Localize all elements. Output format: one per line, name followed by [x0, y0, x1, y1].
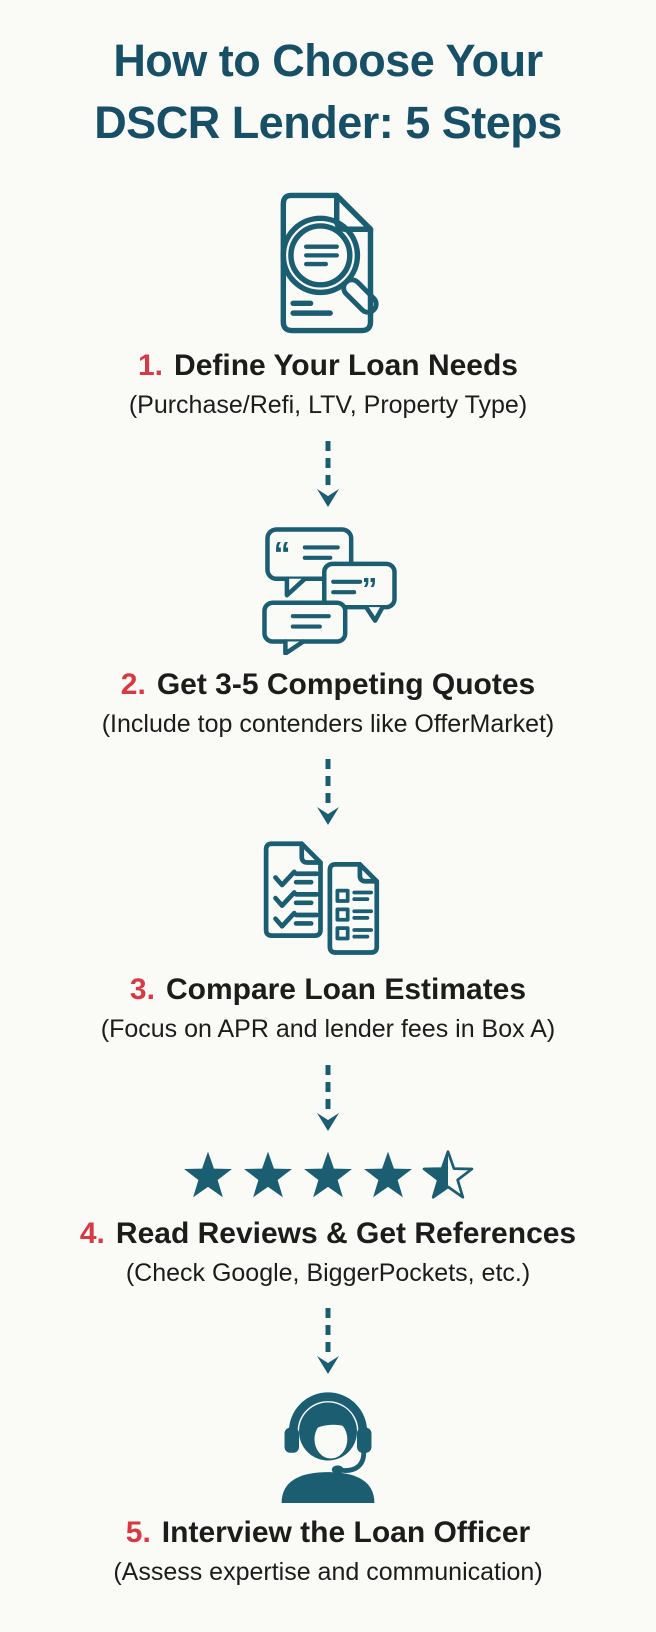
- title-line-1: How to Choose Your: [113, 35, 543, 86]
- step-5-heading: 5. Interview the Loan Officer: [126, 1513, 530, 1552]
- step-2-heading: 2. Get 3-5 Competing Quotes: [121, 665, 535, 704]
- step-1-subtitle: (Purchase/Refi, LTV, Property Type): [128, 391, 528, 420]
- support-agent-icon: [265, 1389, 391, 1504]
- checklist-documents-icon: [253, 840, 403, 960]
- flow-arrow-icon: [316, 756, 340, 826]
- step-2-number: 2.: [120, 667, 146, 701]
- star-icon: [364, 1151, 412, 1197]
- step-2-subtitle: (Include top contenders like OfferMarket…: [101, 709, 555, 738]
- flow-arrow-icon: [316, 1062, 340, 1132]
- star-icon: [184, 1151, 232, 1197]
- step-1-number: 1.: [138, 349, 164, 383]
- step-5-subtitle: (Assess expertise and communication): [113, 1558, 543, 1587]
- step-3-subtitle: (Focus on APR and lender fees in Box A): [100, 1015, 556, 1044]
- star-icon: [244, 1151, 292, 1197]
- svg-text:”: ”: [362, 571, 378, 606]
- step-1-title: Define Your Loan Needs: [174, 349, 518, 383]
- step-5-number: 5.: [125, 1516, 151, 1550]
- quote-chat-bubbles-icon: “ ”: [257, 522, 399, 655]
- flow-arrow-icon: [316, 1305, 340, 1375]
- step-5-title: Interview the Loan Officer: [161, 1516, 531, 1550]
- step-4-title: Read Reviews & Get References: [115, 1216, 577, 1250]
- page-title: How to Choose Your DSCR Lender: 5 Steps: [94, 30, 562, 154]
- step-4-number: 4.: [79, 1216, 105, 1250]
- step-2-title: Get 3-5 Competing Quotes: [156, 667, 536, 701]
- step-3-title: Compare Loan Estimates: [165, 973, 527, 1007]
- step-3-heading: 3. Compare Loan Estimates: [130, 970, 526, 1009]
- svg-text:“: “: [273, 535, 290, 573]
- title-line-2: DSCR Lender: 5 Steps: [94, 97, 562, 149]
- flow-arrow-icon: [316, 438, 340, 508]
- star-rating-icon: [181, 1146, 475, 1204]
- star-icon: [304, 1151, 352, 1197]
- step-1-heading: 1. Define Your Loan Needs: [138, 346, 518, 385]
- step-3-number: 3.: [129, 973, 155, 1007]
- half-star-icon: [422, 1149, 474, 1199]
- step-4-subtitle: (Check Google, BiggerPockets, etc.): [125, 1258, 531, 1287]
- step-4-heading: 4. Read Reviews & Get References: [80, 1214, 576, 1253]
- document-search-icon: [260, 190, 396, 336]
